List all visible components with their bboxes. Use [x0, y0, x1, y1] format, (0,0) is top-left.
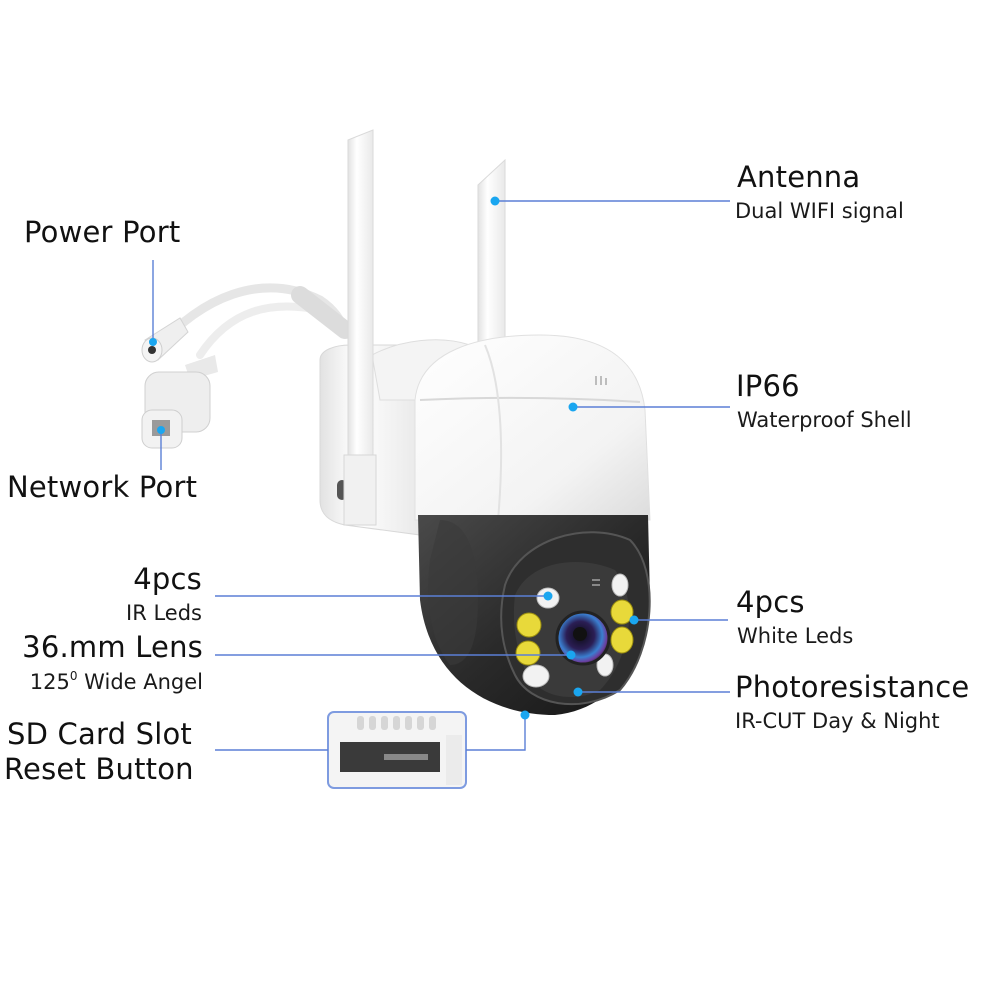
- leader-lines: [152, 200, 730, 751]
- ir-led-2: [522, 664, 550, 688]
- dot-network-port: [157, 426, 165, 434]
- cable-assembly: [141, 283, 354, 449]
- dot-ip66: [568, 402, 578, 412]
- antenna-subtitle: Dual WIFI signal: [735, 199, 904, 223]
- photoresistance-subtitle: IR-CUT Day & Night: [735, 709, 940, 733]
- dot-power-port: [149, 338, 157, 346]
- ir-leds-title: 4pcs: [133, 562, 202, 596]
- ip66-subtitle: Waterproof Shell: [737, 408, 912, 432]
- antenna-right: [477, 158, 506, 361]
- white-leds-title: 4pcs: [736, 585, 805, 619]
- ip66-title: IP66: [736, 369, 800, 403]
- lens-angle-text: Wide Angel: [77, 670, 203, 694]
- dot-sd-card: [520, 710, 530, 720]
- antenna-left: [343, 129, 377, 526]
- lens-subtitle: 1250 Wide Angel: [29, 669, 203, 694]
- lens-angle-value: 125: [29, 670, 70, 694]
- network-port-label: Network Port: [7, 470, 198, 504]
- antenna-title: Antenna: [737, 160, 861, 194]
- dot-ir-leds: [543, 591, 553, 601]
- white-led-1: [516, 612, 542, 638]
- camera-head: [418, 515, 651, 715]
- dot-white-leds: [629, 615, 639, 625]
- white-leds-subtitle: White Leds: [737, 624, 854, 648]
- photoresistance-title: Photoresistance: [735, 670, 970, 704]
- dot-photoresistance: [573, 687, 583, 697]
- callout-dots: [149, 196, 639, 720]
- ir-leds-subtitle: IR Leds: [126, 601, 202, 625]
- white-led-2: [515, 640, 541, 666]
- network-port-connector: [141, 355, 218, 449]
- lens-title: 36.mm Lens: [22, 630, 203, 664]
- leader-sd-card-right: [466, 715, 526, 751]
- sd-card-slot-inset: [327, 711, 467, 789]
- dot-antenna: [490, 196, 500, 206]
- lens-angle-degree: 0: [69, 669, 78, 683]
- power-port-label: Power Port: [24, 215, 181, 249]
- sd-card-slot-label: SD Card Slot: [7, 717, 192, 751]
- power-port-connector: [141, 317, 189, 363]
- white-led-4: [610, 626, 634, 654]
- camera-dome: [414, 334, 651, 521]
- reset-button-label: Reset Button: [4, 752, 194, 786]
- white-led-3: [610, 599, 634, 625]
- ir-led-3: [611, 573, 629, 597]
- dot-lens: [566, 650, 576, 660]
